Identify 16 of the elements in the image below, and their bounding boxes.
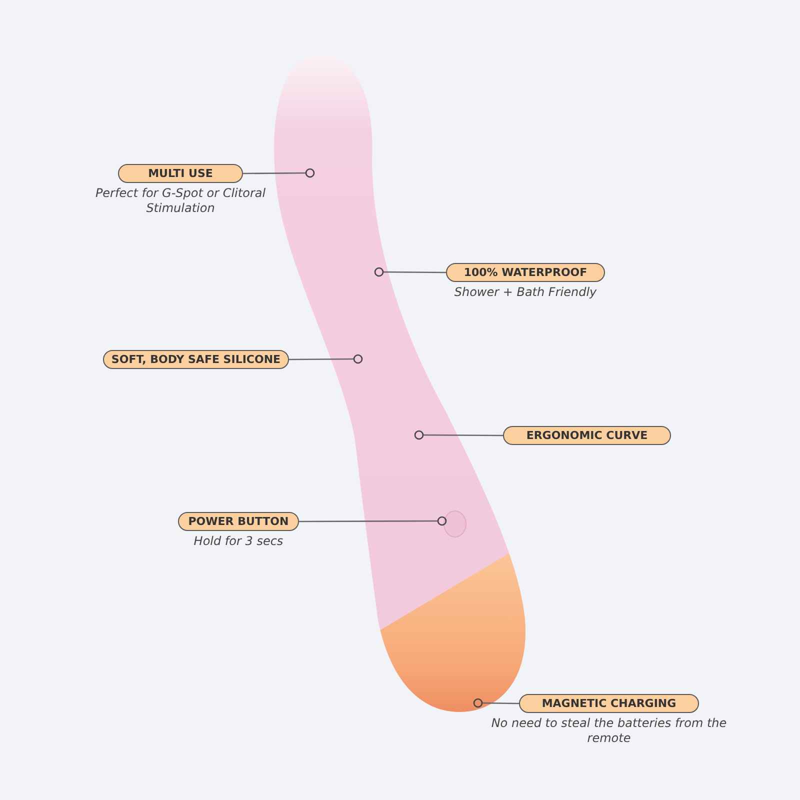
leader-line <box>414 430 503 440</box>
feature-label: 100% WATERPROOF <box>446 263 605 282</box>
feature-description: Shower + Bath Friendly <box>453 285 598 300</box>
feature-label: POWER BUTTON <box>178 512 299 531</box>
feature-description: Hold for 3 secs <box>192 534 284 549</box>
leader-line <box>243 168 315 178</box>
feature-label: ERGONOMIC CURVE <box>503 426 671 445</box>
leader-line <box>289 354 363 364</box>
leader-line <box>299 516 447 526</box>
feature-label: SOFT, BODY SAFE SILICONE <box>103 350 289 369</box>
leader-line <box>473 698 519 708</box>
feature-label: MULTI USE <box>118 164 243 183</box>
leader-line <box>374 267 446 277</box>
feature-description: No need to steal the batteries from the remote <box>490 716 728 746</box>
feature-label: MAGNETIC CHARGING <box>519 694 699 713</box>
feature-description: Perfect for G-Spot or Clitoral Stimulation <box>94 186 267 216</box>
